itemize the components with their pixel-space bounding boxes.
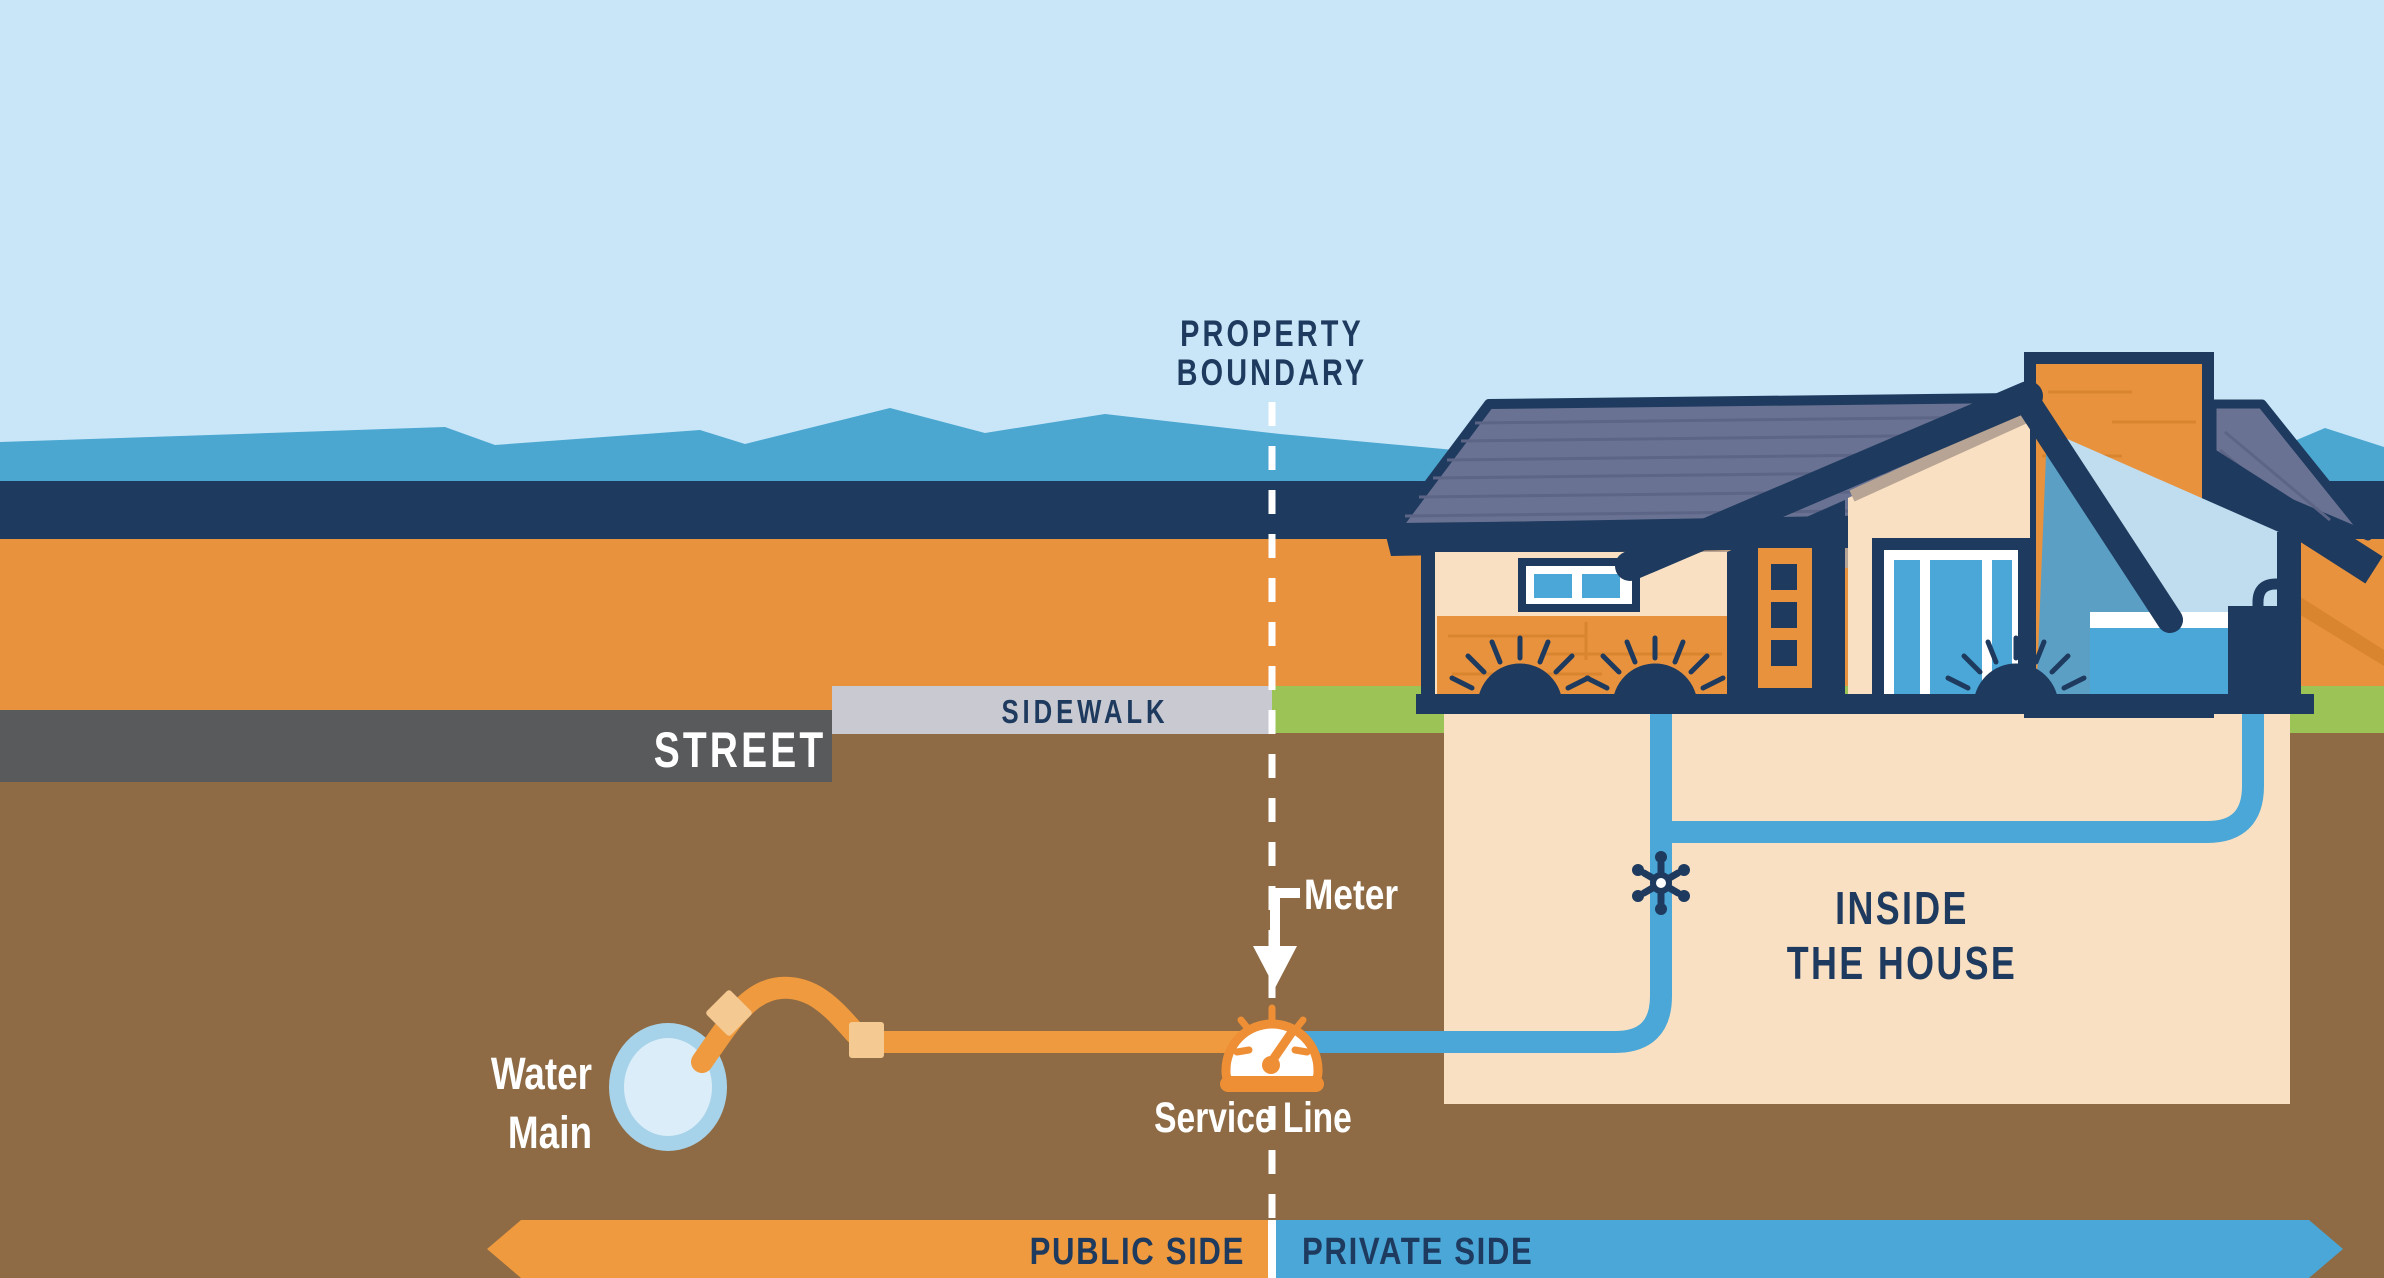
- door-window: [1771, 564, 1797, 590]
- meter-gauge-icon: [1220, 1004, 1324, 1092]
- street-label: STREET: [584, 721, 896, 779]
- gable-right-fascia: [2012, 385, 2183, 633]
- private-service-pipe: [1272, 714, 2264, 1053]
- window-pane: [1534, 574, 1572, 598]
- gable-left-fascia: [1615, 381, 2043, 581]
- meter-label: Meter: [1304, 871, 1398, 920]
- sidewalk-text: SIDEWALK: [1001, 693, 1169, 730]
- street-text: STREET: [653, 722, 827, 778]
- public-side-label: PUBLIC SIDE: [917, 1231, 1245, 1274]
- service-line-label: Service Line: [1097, 1094, 1409, 1143]
- window-pane: [1582, 574, 1620, 598]
- water-main-line2: Main: [507, 1107, 592, 1158]
- public-side-banner: [487, 1220, 1268, 1278]
- sidewalk-label: SIDEWALK: [968, 693, 1202, 731]
- house-illustration: [1383, 352, 2384, 718]
- right-roof-fascia: [2196, 448, 2383, 584]
- roof-stripe: [2224, 430, 2331, 522]
- private-side-text: PRIVATE SIDE: [1302, 1231, 1534, 1273]
- meter-text: Meter: [1304, 871, 1399, 919]
- house-right-wall: [2277, 532, 2301, 712]
- glass-pane: [1894, 560, 1920, 694]
- gable-shadow-strip: [1849, 412, 2027, 502]
- property-boundary-line1: PROPERTY: [1180, 313, 1364, 354]
- private-side-label: PRIVATE SIDE: [1302, 1231, 1712, 1274]
- public-side-text: PUBLIC SIDE: [1029, 1231, 1245, 1273]
- mountain-range: [0, 408, 2384, 482]
- property-boundary-line2: BOUNDARY: [1176, 352, 1368, 393]
- service-line-text: Service Line: [1154, 1094, 1352, 1142]
- shutoff-valve-icon: [1632, 851, 1690, 915]
- inside-line2: THE HOUSE: [1786, 937, 2018, 989]
- house-left-wall: [1421, 552, 1435, 712]
- banner-divider: [1268, 1220, 1276, 1278]
- house-base: [1416, 694, 2314, 714]
- door-window: [1771, 602, 1797, 628]
- pipe-connector: [706, 990, 752, 1036]
- inside-line1: INSIDE: [1835, 882, 1969, 934]
- door-window: [1771, 640, 1797, 666]
- water-main-line1: Water: [490, 1048, 592, 1099]
- sidewalk-strip: [832, 686, 1272, 734]
- street-band: [0, 710, 832, 782]
- eave-shadow: [2299, 596, 2384, 666]
- meter-arrow-icon: [1253, 888, 1300, 988]
- glass-pane: [1930, 560, 1982, 694]
- private-side-banner: [1276, 1220, 2343, 1278]
- bathtub: [2090, 628, 2238, 706]
- pipe-connector: [849, 1022, 884, 1058]
